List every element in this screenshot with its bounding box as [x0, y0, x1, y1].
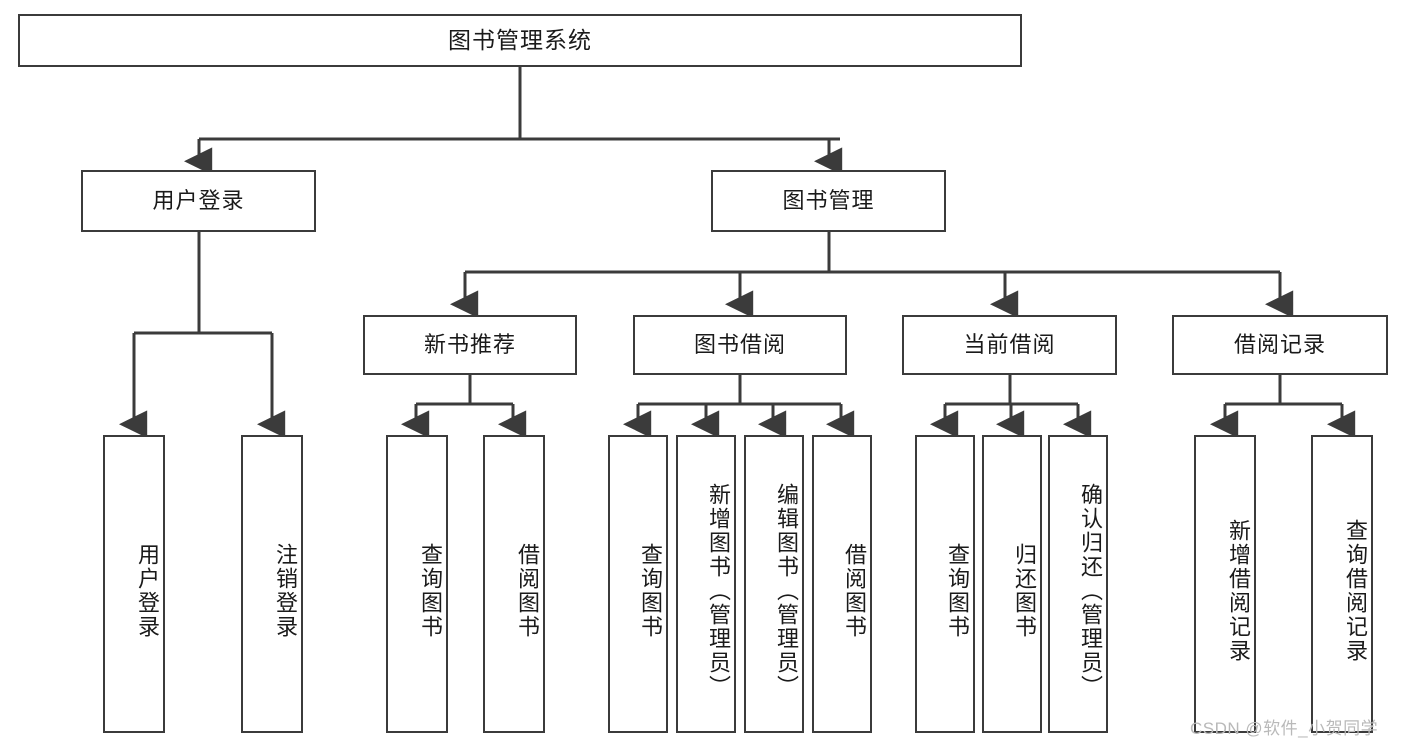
edges-userlogin-to-leaves [119, 232, 286, 439]
leaf-label: 查询图书 [945, 543, 970, 639]
leaf-borrow-book-rec[interactable]: 借阅图书 [483, 435, 545, 733]
leaf-add-book-admin[interactable]: 新增图书（管理员） [676, 435, 736, 733]
node-current-borrow[interactable]: 当前借阅 [902, 315, 1117, 375]
edges-bookmanage-to-level3 [450, 232, 1294, 319]
leaf-user-login[interactable]: 用户登录 [103, 435, 165, 733]
node-new-book-recommend[interactable]: 新书推荐 [363, 315, 577, 375]
leaf-query-book-current[interactable]: 查询图书 [915, 435, 975, 733]
leaf-label: 用户登录 [135, 543, 160, 639]
leaf-label: 新增借阅记录 [1226, 519, 1251, 663]
leaf-query-borrow-record[interactable]: 查询借阅记录 [1311, 435, 1373, 733]
edges-currentborrow-to-leaves [930, 375, 1092, 439]
leaf-borrow-book[interactable]: 借阅图书 [812, 435, 872, 733]
leaf-edit-book-admin[interactable]: 编辑图书（管理员） [744, 435, 804, 733]
leaf-query-book-borrow[interactable]: 查询图书 [608, 435, 668, 733]
edges-root-to-level2 [184, 67, 843, 176]
leaf-label: 借阅图书 [842, 543, 867, 639]
leaf-add-borrow-record[interactable]: 新增借阅记录 [1194, 435, 1256, 733]
node-root-system[interactable]: 图书管理系统 [18, 14, 1022, 67]
edges-bookborrow-to-leaves [623, 375, 855, 439]
leaf-label: 借阅图书 [515, 543, 540, 639]
leaf-label: 编辑图书（管理员） [774, 483, 799, 699]
csdn-watermark: CSDN @软件_小贺同学 [1190, 719, 1379, 738]
leaf-label: 查询图书 [638, 543, 663, 639]
edges-newbookrec-to-leaves [401, 375, 527, 439]
leaf-query-book-rec[interactable]: 查询图书 [386, 435, 448, 733]
leaf-label: 归还图书 [1012, 543, 1037, 639]
leaf-label: 查询图书 [418, 543, 443, 639]
leaf-label: 注销登录 [273, 543, 298, 639]
edges-borrowrecord-to-leaves [1210, 375, 1356, 439]
node-book-manage[interactable]: 图书管理 [711, 170, 946, 232]
node-borrow-record[interactable]: 借阅记录 [1172, 315, 1388, 375]
leaf-logout-login[interactable]: 注销登录 [241, 435, 303, 733]
node-book-borrow[interactable]: 图书借阅 [633, 315, 847, 375]
leaf-label: 查询借阅记录 [1343, 519, 1368, 663]
leaf-label: 新增图书（管理员） [706, 483, 731, 699]
node-user-login[interactable]: 用户登录 [81, 170, 316, 232]
leaf-confirm-return-admin[interactable]: 确认归还（管理员） [1048, 435, 1108, 733]
leaf-label: 确认归还（管理员） [1078, 483, 1103, 699]
leaf-return-book[interactable]: 归还图书 [982, 435, 1042, 733]
